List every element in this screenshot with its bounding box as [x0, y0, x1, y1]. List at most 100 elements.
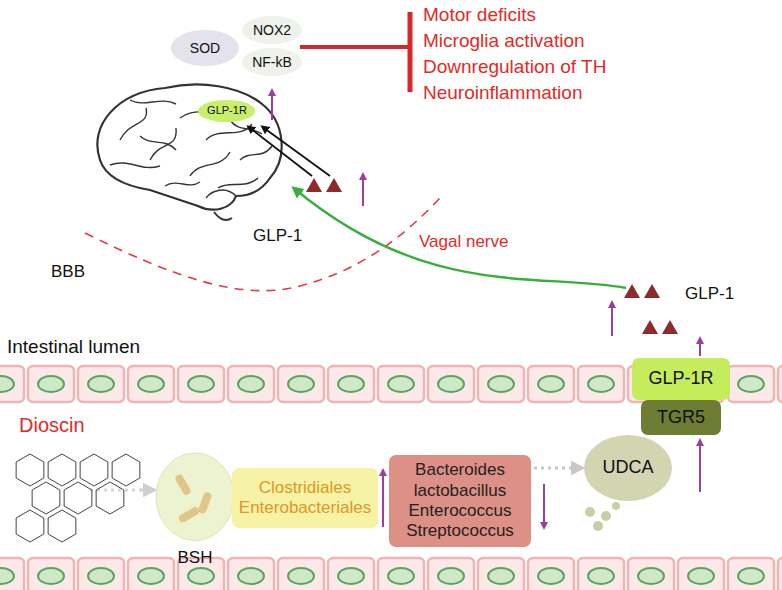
- annotation-label: Motor deficits: [422, 4, 537, 26]
- vagal-nerve-path: [296, 190, 626, 288]
- brain-illustration: [97, 85, 281, 220]
- cell-nucleus: [188, 568, 214, 584]
- annotation-label: Dioscin: [18, 414, 86, 437]
- node-text: BSH: [178, 548, 213, 568]
- cell-nucleus: [288, 376, 314, 392]
- node-text: GLP-1R: [648, 368, 713, 390]
- epithelial-cell: [678, 558, 724, 590]
- annotation-label: Downregulation of TH: [422, 56, 607, 78]
- ellipse-shape: [242, 16, 302, 44]
- glp1-molecules: [306, 178, 678, 334]
- inhibition-line: [300, 45, 408, 49]
- epithelial-cell: [0, 366, 24, 402]
- intestinal-band: [0, 558, 782, 590]
- brain-gyrus: [150, 128, 176, 160]
- annotation-label: Microglia activation: [422, 30, 586, 52]
- epithelial-cell: [278, 366, 324, 402]
- annotation-label: Intestinal lumen: [6, 336, 141, 358]
- ellipse-node: NF-kB: [241, 47, 303, 77]
- process-box: Bacteroides lactobacillus Enterococcus S…: [389, 455, 531, 547]
- cell-nucleus: [138, 568, 164, 584]
- epithelial-cell: [728, 558, 774, 590]
- dioscin-structure: [16, 454, 140, 542]
- molecule-ring: [16, 454, 44, 486]
- molecule-ring: [48, 454, 76, 486]
- cell-nucleus: [538, 376, 564, 392]
- epithelial-cell: [28, 366, 74, 402]
- epithelial-cell: [428, 558, 474, 590]
- node-text: Clostridiales Enterobacteriales: [238, 478, 372, 519]
- molecule-ring: [112, 454, 140, 486]
- inhibition-bar: [408, 12, 413, 92]
- dotted-arrow: [90, 489, 150, 492]
- cell-nucleus: [188, 376, 214, 392]
- annotation-label: BBB: [50, 262, 86, 282]
- epithelial-cell: [28, 558, 74, 590]
- epithelial-cell: [0, 558, 24, 590]
- epithelial-cell: [278, 558, 324, 590]
- epithelial-cell: [778, 558, 782, 590]
- node-text: UDCA: [602, 457, 653, 479]
- cell-nucleus: [88, 376, 114, 392]
- increase-arrow: [382, 472, 384, 527]
- epithelial-cell: [428, 366, 474, 402]
- epithelial-cell: [228, 366, 274, 402]
- cell-nucleus: [238, 568, 264, 584]
- node-text: SOD: [190, 40, 220, 57]
- increase-arrow: [611, 304, 613, 336]
- cell-nucleus: [538, 568, 564, 584]
- increase-arrow: [699, 340, 701, 356]
- increase-arrow: [271, 92, 273, 120]
- node-text: NF-kB: [252, 54, 292, 71]
- brain-gyrus: [165, 182, 200, 186]
- cell-nucleus: [738, 568, 764, 584]
- decrease-arrow: [543, 484, 545, 526]
- molecule-ring: [96, 482, 124, 514]
- brain-gyrus: [130, 100, 176, 104]
- bacteria-rod: [177, 506, 200, 524]
- dotted-connector: [534, 467, 578, 470]
- cell-nucleus: [738, 376, 764, 392]
- molecule-ring: [32, 482, 60, 514]
- brain-gyrus: [190, 152, 230, 176]
- bacteria-rod: [197, 491, 212, 514]
- annotation-label: GLP-1: [252, 226, 303, 246]
- cell-nucleus: [388, 376, 414, 392]
- binding-arrow: [264, 128, 330, 176]
- brain-gyrus: [110, 163, 160, 168]
- annotation-label: Vagal nerve: [418, 232, 509, 252]
- brain-gyrus: [120, 108, 147, 140]
- molecule-ring: [48, 510, 76, 542]
- epithelial-cell: [328, 558, 374, 590]
- brain-gyrus: [218, 178, 258, 188]
- cell-nucleus: [488, 568, 514, 584]
- cell-nucleus: [438, 568, 464, 584]
- process-box: Clostridiales Enterobacteriales: [232, 468, 378, 528]
- epithelial-cell: [178, 366, 224, 402]
- annotation-label: Neuroinflammation: [422, 82, 583, 104]
- cell-nucleus: [588, 376, 614, 392]
- epithelial-cell: [478, 366, 524, 402]
- increase-arrow: [699, 442, 701, 492]
- epithelial-cell: [228, 558, 274, 590]
- cell-nucleus: [438, 376, 464, 392]
- epithelial-cell: [128, 366, 174, 402]
- brain-gyrus: [230, 120, 262, 134]
- cell-nucleus: [138, 376, 164, 392]
- epithelial-cell: [478, 558, 524, 590]
- cell-nucleus: [338, 568, 364, 584]
- epithelial-cell: [78, 558, 124, 590]
- molecule-ring: [64, 482, 92, 514]
- epithelial-cell: [128, 558, 174, 590]
- cell-nucleus: [38, 376, 64, 392]
- ellipse-node: SOD: [170, 29, 240, 67]
- cell-nucleus: [688, 568, 714, 584]
- epithelial-cell: [778, 366, 782, 402]
- cell-nucleus: [0, 376, 14, 392]
- epithelial-cell: [578, 558, 624, 590]
- brain-gyrus: [206, 124, 252, 140]
- node-text: TGR5: [657, 407, 705, 429]
- epithelial-cell: [528, 558, 574, 590]
- cell-nucleus: [638, 568, 664, 584]
- cell-nucleus: [238, 376, 264, 392]
